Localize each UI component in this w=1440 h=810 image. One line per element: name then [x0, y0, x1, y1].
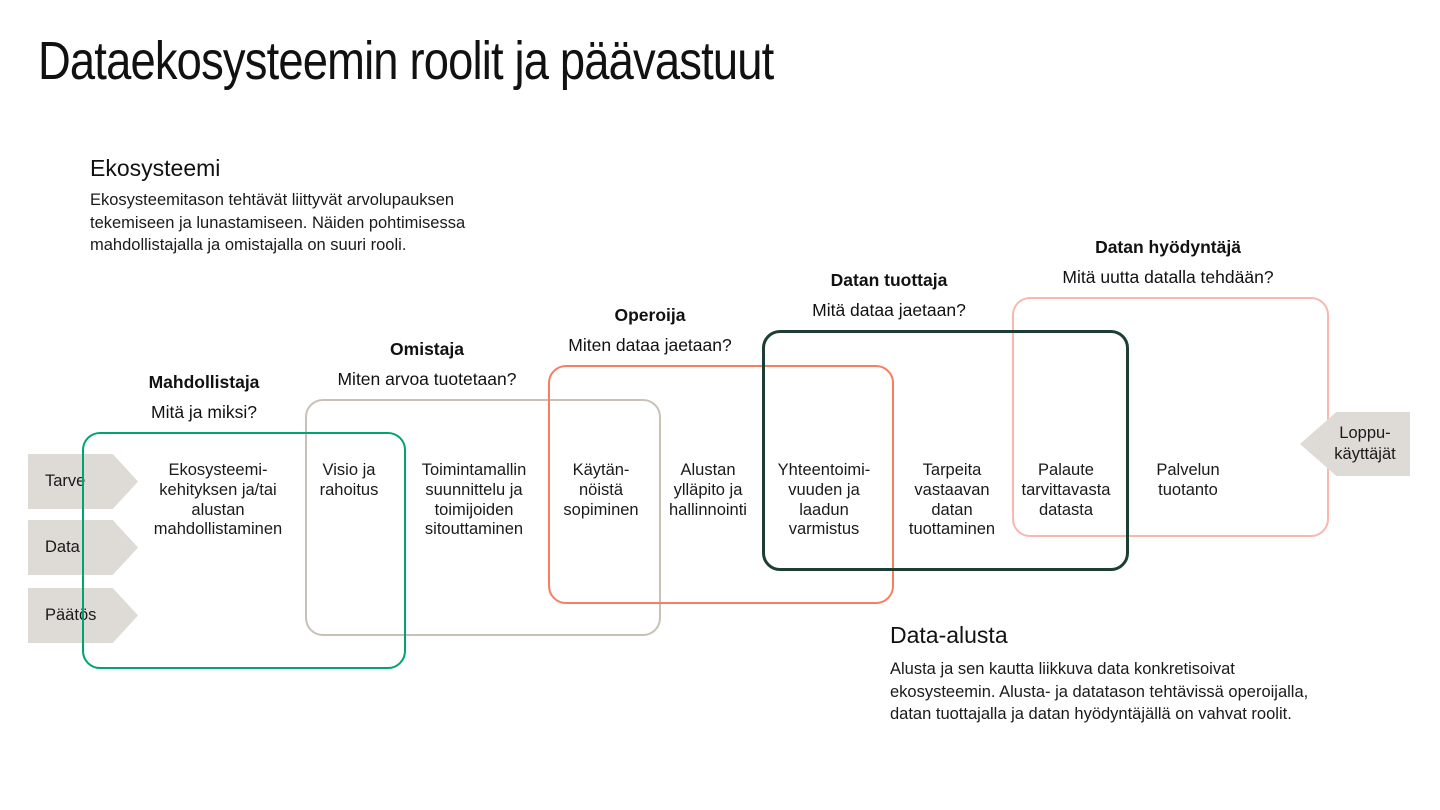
input-arrow-tarve-label: Tarve [45, 472, 86, 490]
role-box-operoija [548, 365, 894, 604]
role-box-mahdollistaja [82, 432, 406, 669]
role-question: Miten arvoa tuotetaan? [337, 369, 517, 389]
role-name: Omistaja [390, 339, 464, 359]
role-header-mahdollistaja: Mahdollistaja Mitä ja miksi? [64, 367, 344, 427]
role-name: Operoija [614, 305, 686, 325]
task-label-palaute-datasta: Palaute tarvittavasta datasta [1021, 461, 1111, 519]
role-question: Mitä ja miksi? [151, 402, 257, 422]
output-arrow-loppukayttajat-label: Loppu- käyttäjät [1334, 423, 1396, 464]
task-label-visio-ja-rahoitus: Visio ja rahoitus [319, 461, 379, 499]
input-arrow-data-label: Data [45, 538, 80, 556]
ekosysteemi-heading: Ekosysteemi [90, 155, 221, 181]
role-header-operoija: Operoija Miten dataa jaetaan? [510, 300, 790, 360]
role-name: Datan tuottaja [830, 270, 948, 290]
data-alusta-description: Alusta ja sen kautta liikkuva data konkr… [890, 660, 1309, 723]
task-label-alustan-yllapito: Alustan ylläpito ja hallinnointi [669, 461, 747, 519]
data-alusta-note: Data-alusta Alusta ja sen kautta liikkuv… [890, 622, 1308, 723]
task-label-yhteentoimivuus: Yhteentoimi- vuuden ja laadun varmistus [777, 461, 871, 539]
role-box-datan-tuottaja [762, 330, 1129, 571]
task-label-tarpeita-vastaava-data: Tarpeita vastaavan datan tuottaminen [908, 461, 996, 539]
role-header-datan-tuottaja: Datan tuottaja Mitä dataa jaetaan? [749, 265, 1029, 325]
task-label-toimintamallin-suunnittelu: Toimintamallin suunnittelu ja toimijoide… [421, 461, 527, 539]
role-question: Mitä uutta datalla tehdään? [1062, 267, 1274, 287]
ekosysteemi-description: Ekosysteemitason tehtävät liittyvät arvo… [90, 191, 466, 254]
role-header-omistaja: Omistaja Miten arvoa tuotetaan? [287, 334, 567, 394]
role-box-omistaja [305, 399, 661, 636]
page-title: Dataekosysteemin roolit ja päävastuut [38, 31, 774, 91]
role-header-datan-hyodyntaja: Datan hyödyntäjä Mitä uutta datalla tehd… [1028, 232, 1308, 292]
task-label-ekosysteemikehitys: Ekosysteemi- kehityksen ja/tai alustan m… [153, 461, 283, 539]
task-label-kaytannoista-sopiminen: Käytän- nöistä sopiminen [563, 461, 639, 519]
role-question: Mitä dataa jaetaan? [812, 300, 966, 320]
role-name: Datan hyödyntäjä [1095, 237, 1241, 257]
role-name: Mahdollistaja [148, 372, 260, 392]
role-box-datan-hyodyntaja [1012, 297, 1329, 537]
data-alusta-heading: Data-alusta [890, 622, 1008, 648]
task-label-palvelun-tuotanto: Palvelun tuotanto [1156, 461, 1220, 499]
ekosysteemi-note: Ekosysteemi Ekosysteemitason tehtävät li… [90, 155, 465, 254]
role-question: Miten dataa jaetaan? [568, 335, 732, 355]
